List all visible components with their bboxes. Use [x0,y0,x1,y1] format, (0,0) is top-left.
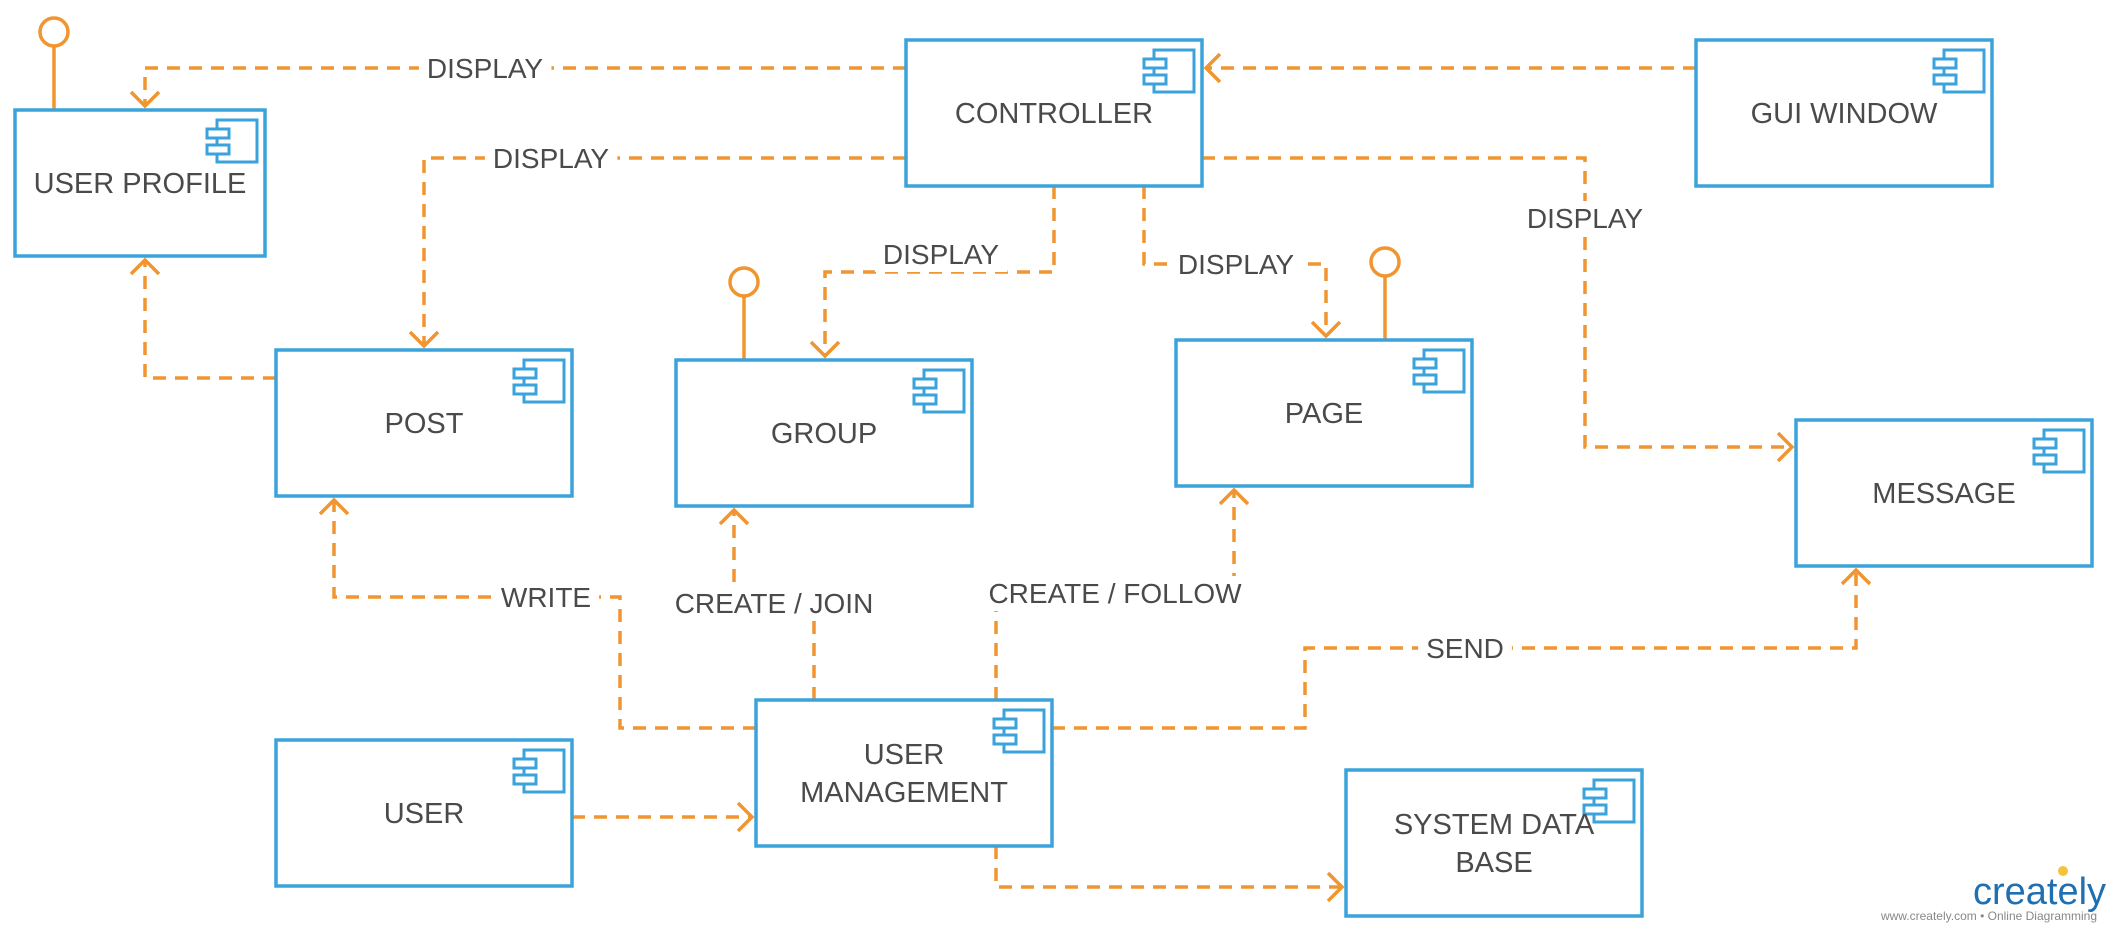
component-icon [1582,778,1636,824]
component-label: USER PROFILE [34,168,247,200]
connector-label: CREATE / FOLLOW [980,576,1251,611]
open-arrow-icon [1310,320,1342,339]
connector-label-text: DISPLAY [1527,203,1644,234]
dashed-dependency-line[interactable] [1202,156,1792,449]
connector-controller-to-user-profile[interactable] [129,66,906,109]
open-arrow-icon [736,801,755,833]
creately-branding: creately www.creately.com • Online Diagr… [1880,866,2106,923]
dashed-dependency-line[interactable] [994,846,1342,889]
component-label: MESSAGE [1872,478,2015,510]
component-icon [205,118,259,164]
component-label: GUI WINDOW [1751,98,1938,130]
connector-label: CREATE / JOIN [666,586,882,621]
open-arrow-icon [1776,431,1795,463]
connector-user-management-to-post[interactable] [318,497,756,730]
connector-label-text: WRITE [501,582,591,613]
open-arrow-icon [1218,487,1250,506]
connector-controller-to-page[interactable] [1142,186,1342,339]
connector-label: DISPLAY [1518,201,1652,236]
logo-bulb-icon [2058,866,2068,876]
component-group[interactable]: GROUP [674,358,974,508]
component-message[interactable]: MESSAGE [1794,418,2094,568]
provided-interface-page [1369,246,1401,340]
connector-controller-to-post[interactable] [408,156,906,349]
connector-label: DISPLAY [874,237,1008,272]
dashed-dependency-line[interactable] [1052,570,1858,730]
connector-post-to-user-profile[interactable] [129,257,276,380]
open-arrow-icon [129,257,161,276]
component-icon [512,748,566,794]
component-label: POST [385,408,464,440]
component-user[interactable]: USER [274,738,574,888]
component-icon [992,708,1046,754]
connector-label: WRITE [492,580,600,615]
component-label: GROUP [771,418,877,450]
component-label: BASE [1455,847,1532,879]
component-box[interactable] [674,358,974,508]
provided-interface-group [728,266,760,360]
connector-user-management-to-system-database[interactable] [994,846,1345,903]
component-label: MANAGEMENT [800,777,1008,809]
component-icon [1142,48,1196,94]
connector-label-text: DISPLAY [883,239,1000,270]
component-label: SYSTEM DATA [1394,809,1595,841]
component-icon [2032,428,2086,474]
connector-user-to-user-management[interactable] [572,801,755,833]
component-user-profile[interactable]: USER PROFILE [13,108,267,258]
open-arrow-icon [129,90,161,109]
connector-label-text: DISPLAY [427,53,544,84]
component-label: PAGE [1285,398,1363,430]
connector-label: DISPLAY [484,141,618,176]
component-post[interactable]: POST [274,348,574,498]
component-page[interactable]: PAGE [1174,338,1474,488]
open-arrow-icon [1203,52,1222,84]
creately-tagline: www.creately.com • Online Diagramming [1880,909,2097,923]
dashed-dependency-line[interactable] [143,260,276,380]
open-arrow-icon [1840,567,1872,586]
dashed-dependency-line[interactable] [332,500,756,730]
connector-label: DISPLAY [418,51,552,86]
open-arrow-icon [809,340,841,359]
component-icon [1932,48,1986,94]
open-arrow-icon [318,497,350,516]
connector-gui-window-to-controller[interactable] [1203,52,1696,84]
component-icon [912,368,966,414]
connector-label-text: DISPLAY [1178,249,1295,280]
open-arrow-icon [1326,871,1345,903]
component-label: USER [864,739,945,771]
connector-label-text: DISPLAY [493,143,610,174]
connector-label: SEND [1418,631,1512,666]
component-controller[interactable]: CONTROLLER [904,38,1204,188]
open-arrow-icon [408,330,440,349]
connector-label-text: SEND [1426,633,1504,664]
component-icon [512,358,566,404]
connector-label-text: CREATE / FOLLOW [988,578,1242,609]
component-label: USER [384,798,465,830]
open-arrow-icon [718,507,750,526]
connector-controller-to-message[interactable] [1202,156,1795,463]
connector-label-text: CREATE / JOIN [675,588,874,619]
dashed-dependency-line[interactable] [1142,186,1328,336]
component-label: CONTROLLER [955,98,1153,130]
dashed-dependency-line[interactable] [422,156,906,346]
component-system-database[interactable]: SYSTEM DATA BASE [1344,768,1644,918]
dashed-dependency-line[interactable] [143,66,906,106]
connector-label: DISPLAY [1169,247,1303,282]
connector-user-management-to-message[interactable] [1052,567,1872,730]
component-gui-window[interactable]: GUI WINDOW [1694,38,1994,188]
provided-interface-user-profile [38,16,70,110]
component-icon [1412,348,1466,394]
component-user-management[interactable]: USER MANAGEMENT [754,698,1054,848]
creately-logo: creately [1973,871,2106,913]
